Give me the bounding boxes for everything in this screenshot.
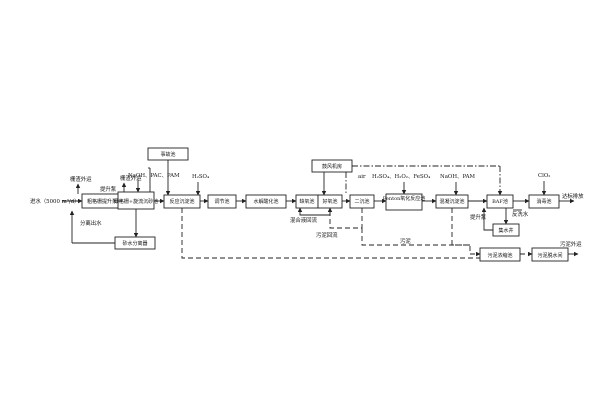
- node-sand-water-separator: 砂水分离器: [114, 236, 156, 250]
- node-equalization: 调节池: [207, 194, 237, 209]
- dosing-lines: [135, 180, 547, 196]
- node-clear-water-tank: 集水井: [492, 223, 520, 237]
- node-anoxic: 缺氧池: [295, 194, 319, 209]
- node-disinfection: 消毒池: [528, 194, 560, 209]
- node-hydrolysis: 水解酸化池: [245, 194, 287, 209]
- accident-pool-lines: [148, 160, 171, 196]
- node-fenton: Fenton氧化反应池: [383, 193, 426, 211]
- svg-text:缺氧池: 缺氧池: [299, 198, 314, 205]
- node-baf: BAF池: [486, 194, 514, 209]
- chem-naoh-pam: NaOH、PAM: [440, 174, 475, 180]
- svg-text:细格栅+旋流沉砂池: 细格栅+旋流沉砂池: [114, 198, 158, 205]
- svg-text:鼓风机房: 鼓风机房: [322, 163, 342, 170]
- node-coag-settling: 混凝沉淀池: [435, 194, 469, 209]
- node-blower-room: 鼓风机房: [311, 159, 353, 173]
- svg-text:集水井: 集水井: [498, 227, 513, 234]
- backwash-water-label: 反洗水: [512, 210, 529, 218]
- air-label: air: [358, 174, 366, 180]
- chem-clo2: ClO₂: [538, 173, 550, 179]
- node-sludge-dewatering: 污泥脱水间: [531, 247, 569, 262]
- screenings-out-label-2: 栅渣外运: [120, 174, 142, 182]
- sludge-out-label: 污泥外运: [560, 240, 582, 248]
- sand-separator-lines: [69, 209, 139, 244]
- svg-text:水解酸化池: 水解酸化池: [253, 198, 278, 205]
- sludge-return-label: 污泥回流: [316, 231, 338, 239]
- sludge-lines: [181, 207, 579, 259]
- screenings-out-label: 栅渣外运: [70, 175, 92, 183]
- svg-text:二沉池: 二沉池: [354, 198, 369, 205]
- node-aerobic: 好氧池: [317, 194, 343, 209]
- svg-text:事故池: 事故池: [160, 151, 175, 158]
- node-sludge-thickener: 污泥浓缩池: [479, 247, 521, 262]
- svg-text:污泥脱水间: 污泥脱水间: [537, 252, 562, 259]
- sludge-label: 污泥: [400, 237, 411, 245]
- outlet-label: 达标排放: [562, 192, 584, 200]
- chem-fenton: H₂SO₄、H₂O₂、FeSO₄: [372, 174, 430, 180]
- svg-text:污泥浓缩池: 污泥浓缩池: [487, 252, 512, 259]
- mixed-return-line: [297, 207, 331, 216]
- svg-text:混凝沉淀池: 混凝沉淀池: [439, 198, 464, 205]
- lift-pump-label-2: 提升泵: [470, 213, 487, 221]
- separated-water-label: 分离出水: [80, 219, 102, 227]
- svg-text:调节池: 调节池: [214, 198, 229, 205]
- svg-text:砂水分离器: 砂水分离器: [122, 240, 147, 247]
- lift-pump-label: 提升泵: [100, 185, 117, 193]
- node-fine-grid: 细格栅+旋流沉砂池: [114, 191, 158, 210]
- blower-air-lines: [321, 165, 503, 196]
- node-secondary-settling: 二沉池: [349, 194, 375, 209]
- chem-naoh-pac-pam: NaOH、PAC、PAM: [128, 173, 180, 179]
- mixed-return-label: 混合液回流: [290, 216, 318, 224]
- svg-text:BAF池: BAF池: [492, 198, 508, 205]
- screenings-lines: [75, 182, 127, 194]
- svg-text:粗格栅提升泵: 粗格栅提升泵: [87, 198, 117, 205]
- node-accident-pool: 事故池: [147, 147, 189, 161]
- svg-text:Fenton氧化反应池: Fenton氧化反应池: [383, 195, 426, 202]
- svg-text:反应沉淀池: 反应沉淀池: [169, 198, 194, 205]
- backwash-lines: [481, 207, 522, 231]
- chem-h2so4: H₂SO₄: [192, 174, 209, 180]
- node-reaction-settling: 反应沉淀池: [163, 194, 201, 209]
- svg-text:好氧池: 好氧池: [322, 198, 337, 205]
- svg-text:消毒池: 消毒池: [536, 198, 551, 205]
- inlet-label: 进水（5000 m³/d）: [30, 197, 80, 205]
